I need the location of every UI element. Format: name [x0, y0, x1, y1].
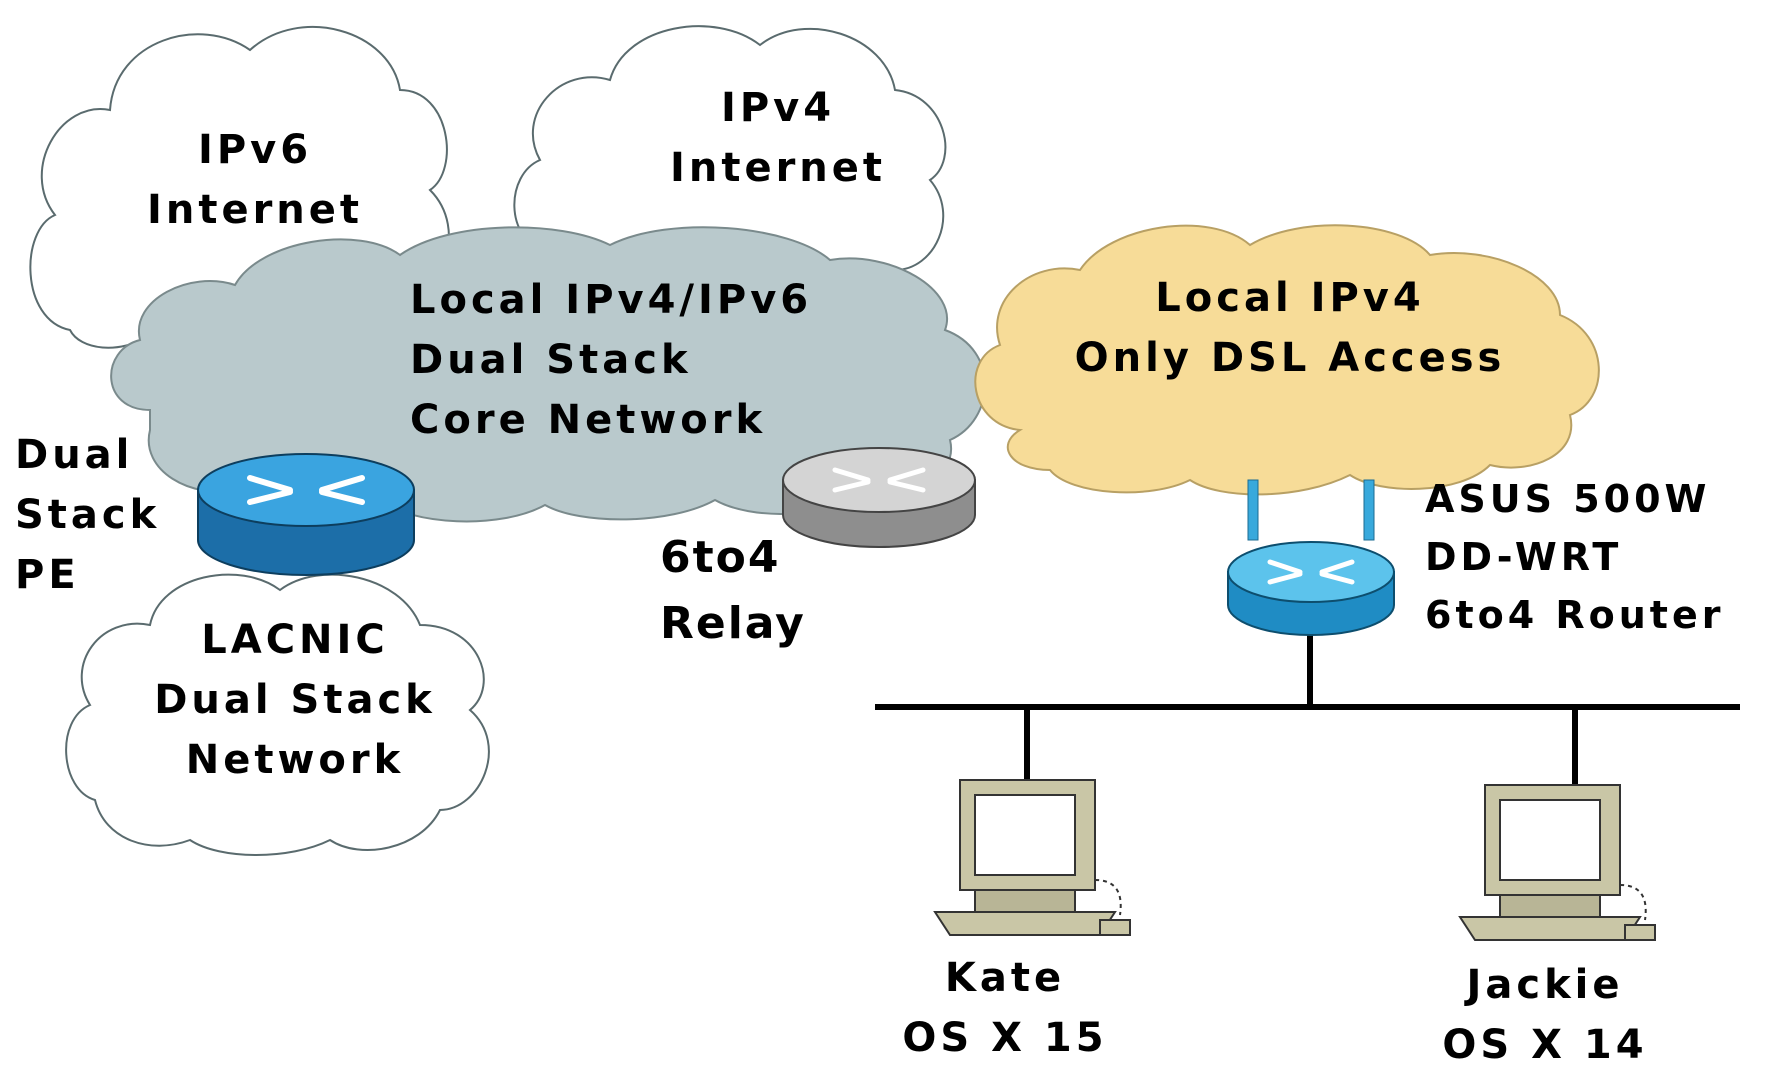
dsl-access-cloud: [974, 224, 1600, 496]
core-network-label: Local IPv4/IPv6 Dual Stack Core Network: [410, 277, 813, 443]
lan-bus: [875, 635, 1740, 785]
kate-computer-icon: [933, 779, 1131, 936]
asus-router-icon: [1227, 479, 1395, 636]
dual-stack-pe-label: Dual Stack PE: [15, 432, 161, 598]
jackie-computer-icon: [1458, 784, 1656, 941]
relay-router-icon: [782, 447, 976, 548]
lacnic-cloud: [65, 573, 490, 856]
dual-stack-pe-router-icon: [197, 453, 415, 576]
jackie-label: Jackie OS X 14: [1442, 962, 1648, 1068]
relay-label: 6to4 Relay: [660, 532, 806, 649]
dsl-access-label: Local IPv4 Only DSL Access: [1074, 275, 1506, 381]
ipv6-internet-label: IPv6 Internet: [146, 127, 364, 233]
kate-label: Kate OS X 15: [902, 955, 1108, 1061]
ipv4-internet-label: IPv4 Internet: [669, 85, 887, 191]
lacnic-label: LACNIC Dual Stack Network: [154, 617, 436, 783]
asus-router-label: ASUS 500W DD-WRT 6to4 Router: [1425, 477, 1725, 637]
